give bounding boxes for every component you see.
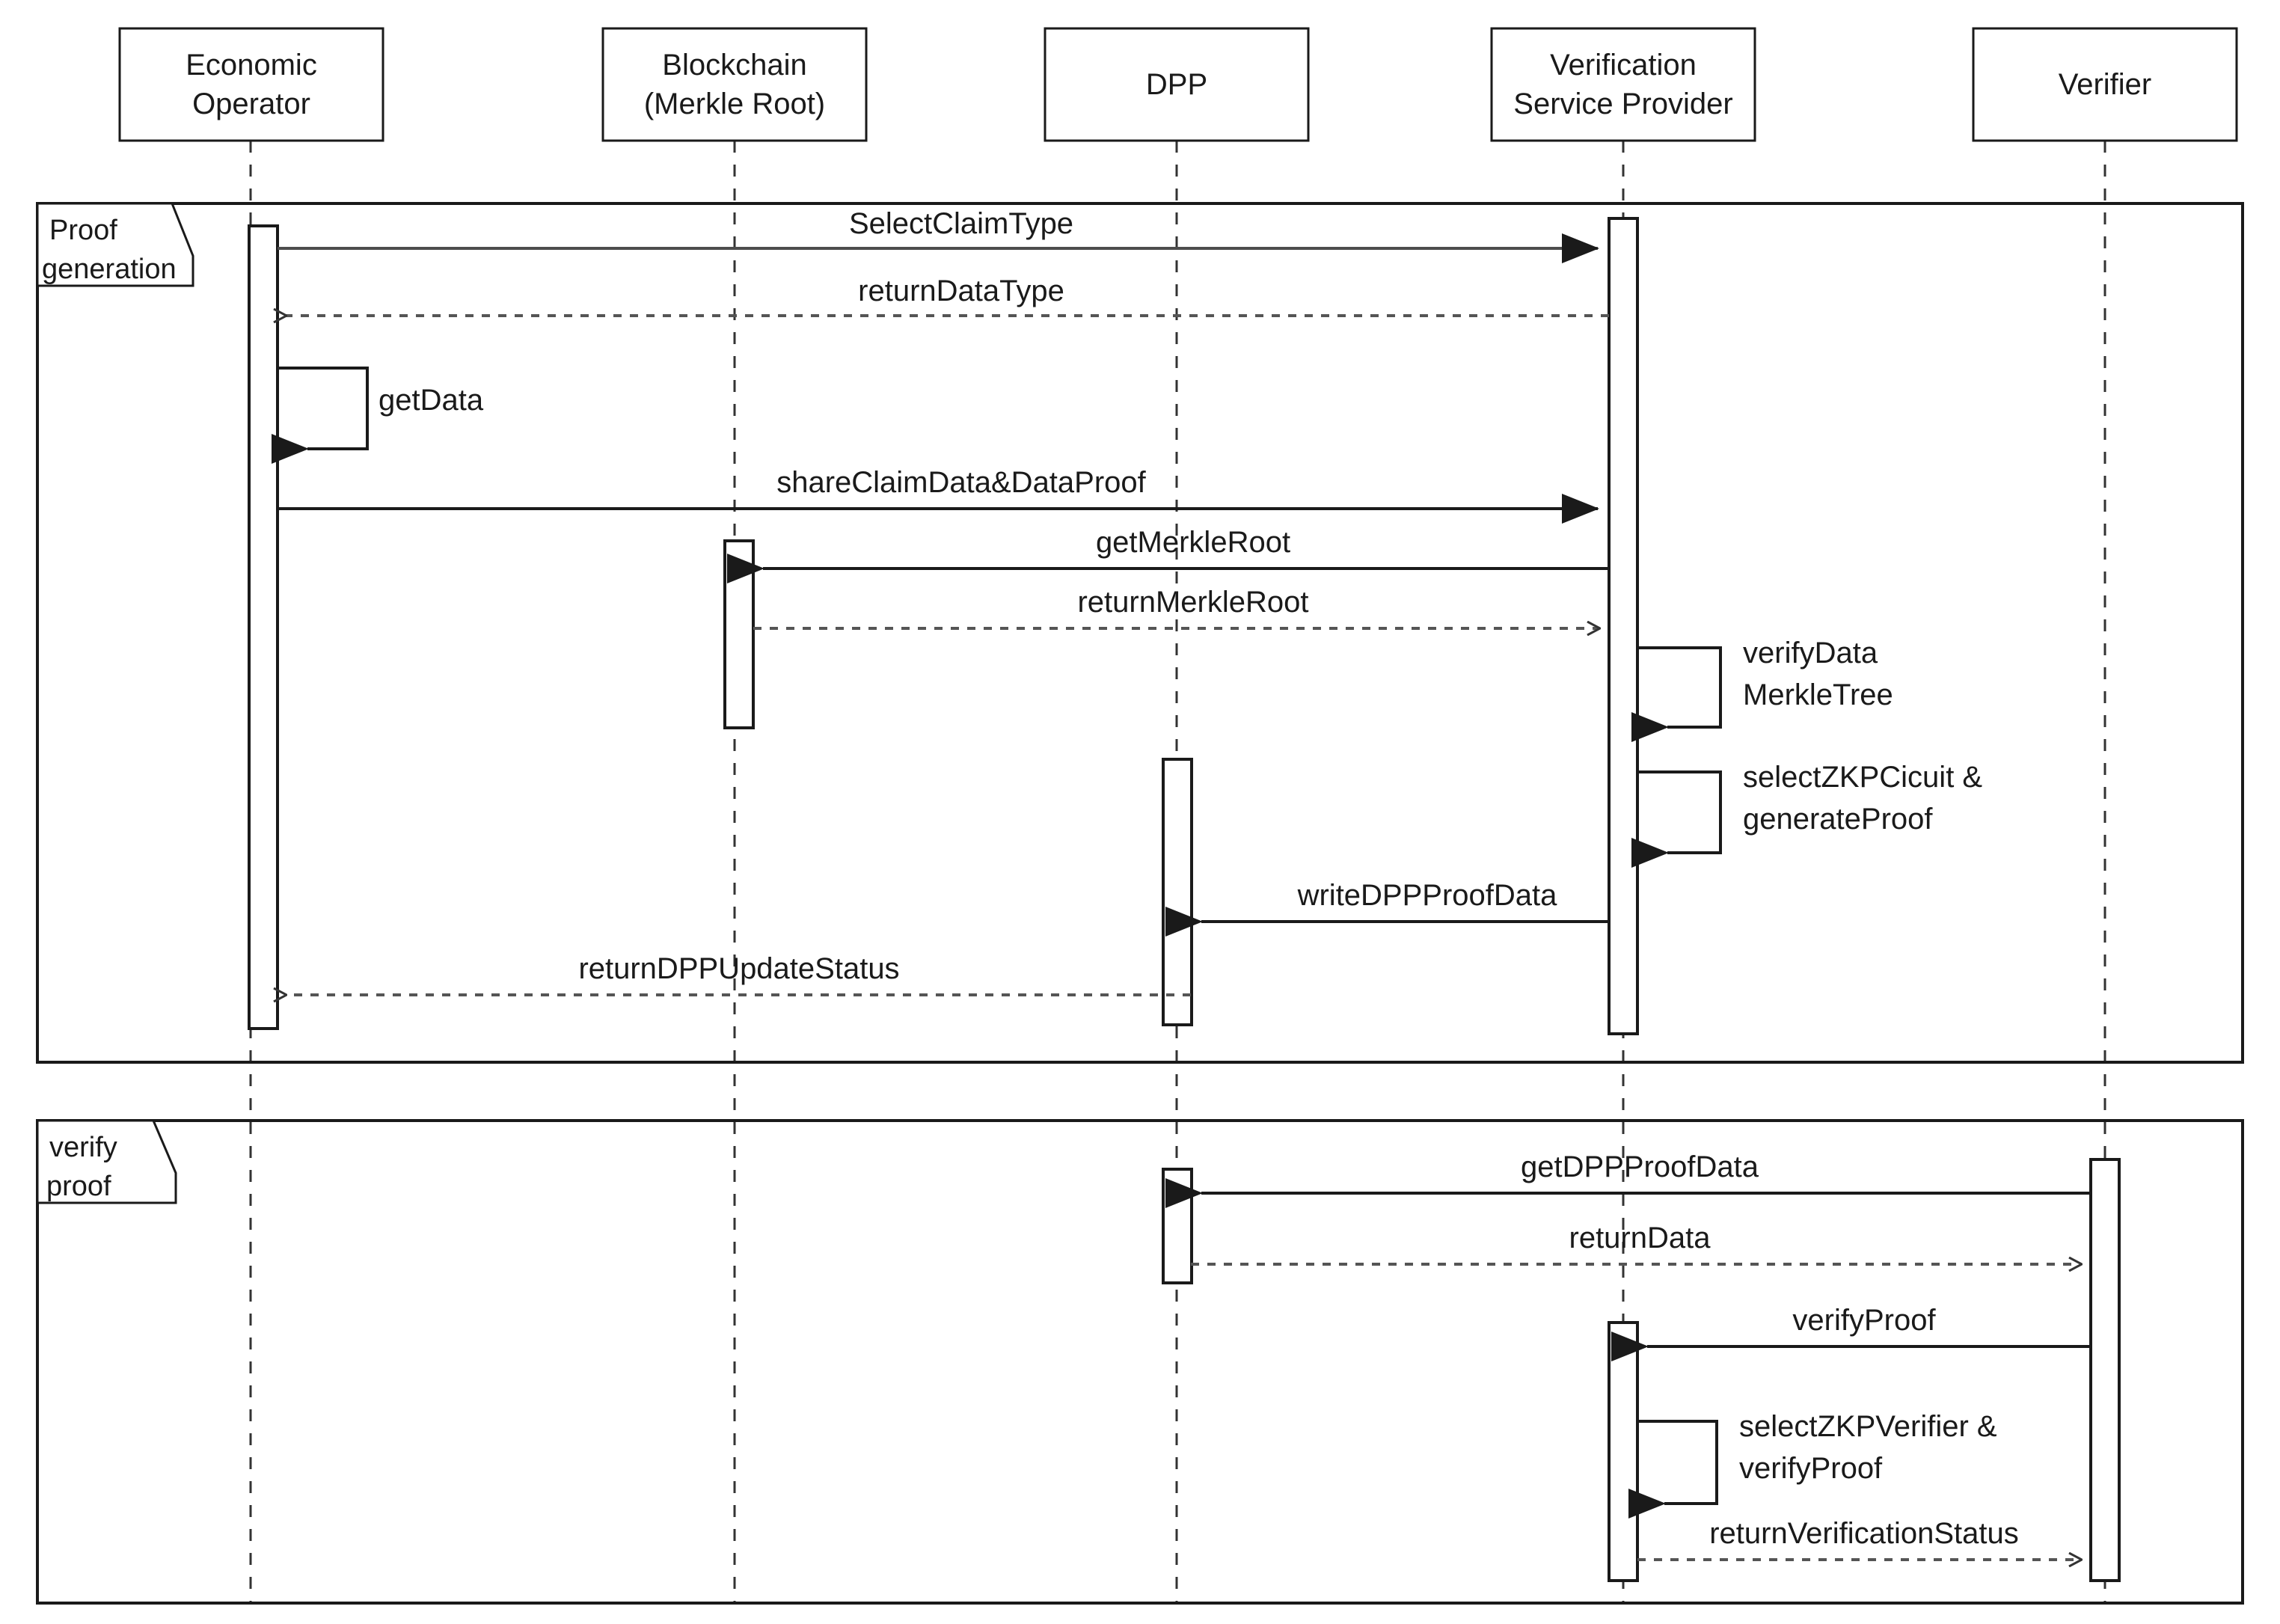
message-select-zkp-verifier-and-verify-proof[interactable]: selectZKPVerifier & verifyProof <box>1628 1410 1997 1519</box>
message-return-data[interactable]: returnData <box>1191 1222 2081 1264</box>
participant-label-economic-operator-line2: Operator <box>192 88 310 120</box>
message-label-select-zkp-circuit-line1: selectZKPCicuit & <box>1743 761 1982 794</box>
fragment-label-shape-proof-generation <box>36 202 194 287</box>
message-verify-data-merkle-tree[interactable]: verifyData MerkleTree <box>1631 637 1893 742</box>
message-return-dpp-update-status[interactable]: returnDPPUpdateStatus <box>286 952 1191 995</box>
fragment-proof-generation[interactable]: Proof generation <box>36 202 2244 1064</box>
participant-box-dpp[interactable] <box>1044 27 1310 142</box>
message-label-write-dpp-proof-data: writeDPPProofData <box>1297 879 1558 912</box>
message-label-return-merkle-root: returnMerkleRoot <box>1077 586 1308 619</box>
participant-label-verifier-line1: Verifier <box>2059 68 2152 101</box>
participant-box-blockchain[interactable] <box>601 27 868 142</box>
fragment-label-verify-proof-line2: proof <box>46 1171 111 1202</box>
fragment-box-verify-proof <box>36 1119 2244 1605</box>
participant-verification-service-provider[interactable]: Verification Service Provider <box>1490 27 1756 142</box>
message-share-claim-data-and-data-proof[interactable]: shareClaimData&DataProof <box>278 466 1599 524</box>
message-return-merkle-root[interactable]: returnMerkleRoot <box>753 586 1599 628</box>
fragment-verify-proof[interactable]: verify proof <box>36 1119 2244 1605</box>
message-select-zkp-circuit-and-generate-proof[interactable]: selectZKPCicuit & generateProof <box>1631 761 1982 868</box>
message-get-data[interactable]: getData <box>272 367 484 464</box>
message-label-select-zkp-verifier-line2: verifyProof <box>1739 1452 1883 1485</box>
activation-bar-verifier-1 <box>2089 1158 2121 1582</box>
activation-bar-blockchain-1 <box>723 539 755 729</box>
participant-label-verification-service-provider-line2: Service Provider <box>1513 88 1732 120</box>
fragment-box-proof-generation <box>36 202 2244 1064</box>
message-label-select-claim-type: SelectClaimType <box>849 207 1073 240</box>
message-arrow-select-zkp-circuit-and-generate-proof <box>1631 770 1722 868</box>
message-select-claim-type[interactable]: SelectClaimType <box>278 207 1599 263</box>
activation-bar-verification-service-provider-2 <box>1608 1321 1639 1582</box>
message-arrow-select-zkp-verifier-and-verify-proof <box>1628 1420 1718 1519</box>
message-label-select-zkp-verifier-line1: selectZKPVerifier & <box>1739 1410 1997 1443</box>
participant-blockchain[interactable]: Blockchain (Merkle Root) <box>601 27 868 142</box>
message-label-get-data: getData <box>379 384 484 417</box>
message-return-verification-status[interactable]: returnVerificationStatus <box>1637 1517 2081 1560</box>
activation-bar-dpp-2 <box>1162 1168 1193 1284</box>
activation-bar-dpp-1 <box>1162 758 1193 1026</box>
participant-label-verification-service-provider-line1: Verification <box>1550 49 1697 82</box>
message-write-dpp-proof-data[interactable]: writeDPPProofData <box>1165 879 1609 937</box>
message-label-return-data-type: returnDataType <box>858 275 1064 307</box>
message-label-return-verification-status: returnVerificationStatus <box>1709 1517 2019 1550</box>
message-verify-proof[interactable]: verifyProof <box>1611 1304 2091 1361</box>
message-label-verify-proof: verifyProof <box>1792 1304 1936 1337</box>
participant-label-economic-operator-line1: Economic <box>186 49 317 82</box>
message-return-data-type[interactable]: returnDataType <box>286 275 1609 316</box>
participant-box-economic-operator[interactable] <box>118 27 384 142</box>
message-get-merkle-root[interactable]: getMerkleRoot <box>727 526 1609 583</box>
activation-bar-economic-operator-1 <box>248 224 279 1030</box>
message-label-verify-data-merkle-tree-line1: verifyData <box>1743 637 1878 669</box>
message-label-get-dpp-proof-data: getDPPProofData <box>1521 1150 1759 1183</box>
message-label-get-merkle-root: getMerkleRoot <box>1096 526 1290 559</box>
message-label-return-data: returnData <box>1569 1222 1711 1254</box>
participant-label-dpp-line1: DPP <box>1146 68 1207 101</box>
message-get-dpp-proof-data[interactable]: getDPPProofData <box>1165 1150 2091 1208</box>
participant-label-blockchain-line2: (Merkle Root) <box>644 88 825 120</box>
message-label-share-claim-data-and-data-proof: shareClaimData&DataProof <box>776 466 1146 499</box>
message-label-select-zkp-circuit-line2: generateProof <box>1743 803 1933 836</box>
participant-box-verifier[interactable] <box>1972 27 2238 142</box>
fragment-label-proof-generation-line1: Proof <box>49 215 117 246</box>
participant-label-blockchain-line1: Blockchain <box>662 49 806 82</box>
activation-bar-verification-service-provider-1 <box>1608 217 1639 1035</box>
fragment-label-proof-generation-line2: generation <box>42 254 177 285</box>
participant-dpp[interactable]: DPP <box>1044 27 1310 142</box>
fragment-label-shape-verify-proof <box>36 1119 177 1204</box>
message-arrow-verify-data-merkle-tree <box>1631 646 1722 742</box>
participant-box-verification-service-provider[interactable] <box>1490 27 1756 142</box>
activation-bars <box>248 217 2121 1582</box>
participant-economic-operator[interactable]: Economic Operator <box>118 27 384 142</box>
message-arrow-get-data <box>272 367 369 464</box>
participant-verifier[interactable]: Verifier <box>1972 27 2238 142</box>
message-label-return-dpp-update-status: returnDPPUpdateStatus <box>578 952 899 985</box>
message-label-verify-data-merkle-tree-line2: MerkleTree <box>1743 678 1893 711</box>
fragment-label-verify-proof-line1: verify <box>49 1132 117 1163</box>
